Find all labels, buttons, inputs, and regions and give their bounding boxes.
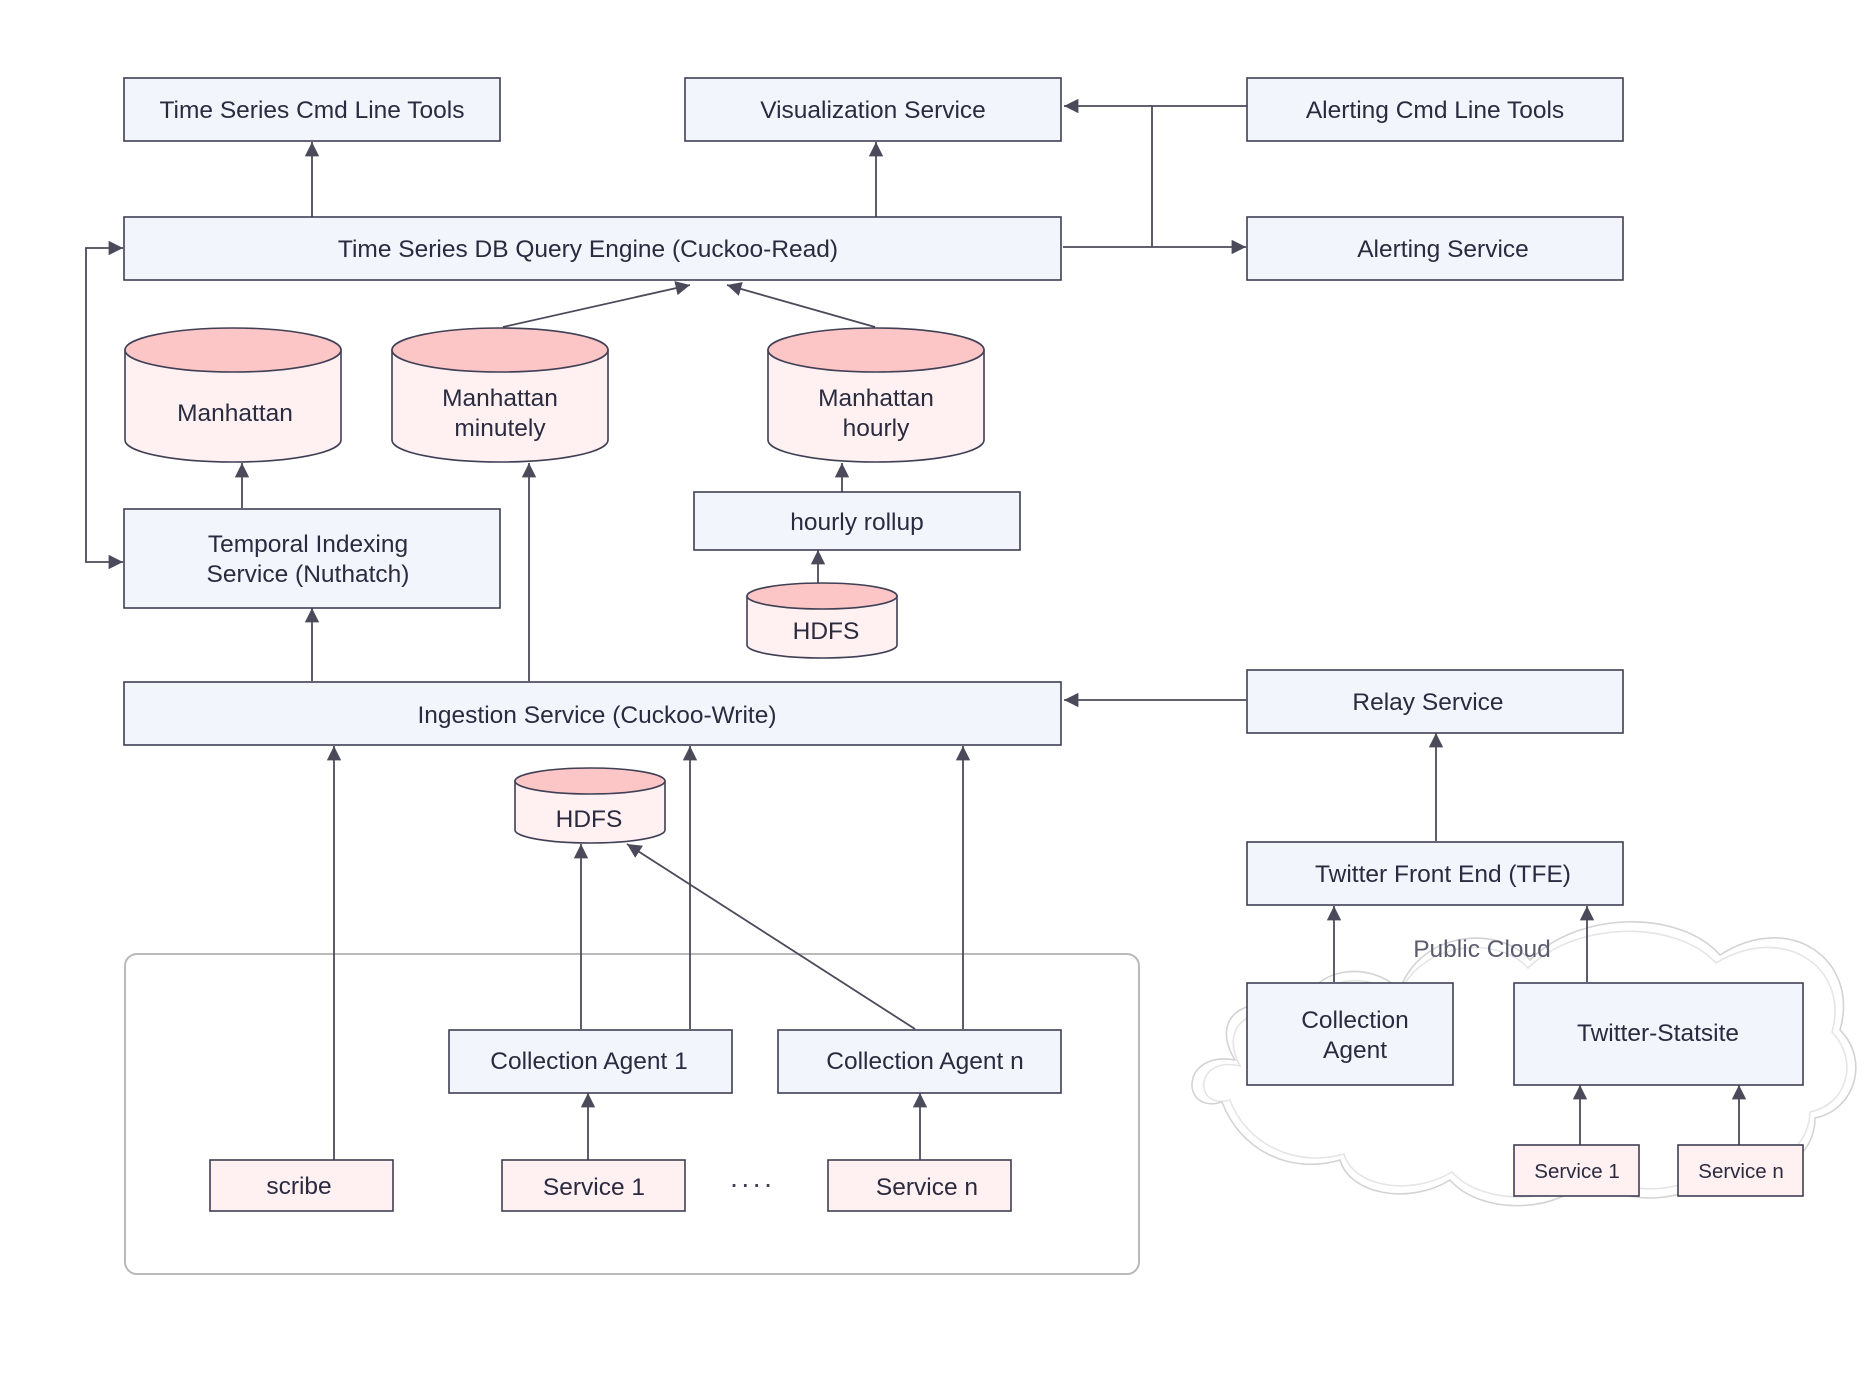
svg-text:Manhattan: Manhattan xyxy=(177,400,293,427)
node-hdfs-top: HDFS xyxy=(746,582,898,659)
node-collection-agent-cloud: Collection Agent xyxy=(1246,982,1454,1086)
edge-agentn-to-hdfs xyxy=(626,843,916,1030)
svg-text:HDFS: HDFS xyxy=(793,618,860,645)
svg-text:Time Series Cmd Line Tools: Time Series Cmd Line Tools xyxy=(159,97,464,124)
client-group-container xyxy=(124,953,1140,1275)
node-alerting-cmd-tools: Alerting Cmd Line Tools xyxy=(1246,77,1624,142)
svg-text:Manhattan: Manhattan xyxy=(442,385,558,412)
public-cloud-label: Public Cloud xyxy=(1413,936,1551,963)
services-ellipsis: ···· xyxy=(729,1168,774,1199)
svg-text:Twitter-Statsite: Twitter-Statsite xyxy=(1577,1020,1739,1047)
node-temporal-indexing: Temporal Indexing Service (Nuthatch) xyxy=(123,508,501,609)
node-collection-agent-n: Collection Agent n xyxy=(777,1029,1062,1094)
edge-hourly-to-query xyxy=(726,282,876,328)
svg-text:Time Series DB Query Engine (C: Time Series DB Query Engine (Cuckoo-Read… xyxy=(338,236,838,263)
node-ingestion-service: Ingestion Service (Cuckoo-Write) xyxy=(123,681,1062,746)
node-service-1: Service 1 xyxy=(501,1159,686,1212)
svg-text:Service (Nuthatch): Service (Nuthatch) xyxy=(207,561,410,588)
svg-text:Service 1: Service 1 xyxy=(1534,1160,1619,1183)
svg-text:minutely: minutely xyxy=(454,415,546,442)
node-hourly-rollup: hourly rollup xyxy=(693,491,1021,551)
edges xyxy=(85,98,1747,1160)
svg-text:Alerting Service: Alerting Service xyxy=(1357,236,1529,263)
svg-text:Temporal Indexing: Temporal Indexing xyxy=(208,531,408,558)
svg-text:Service 1: Service 1 xyxy=(543,1174,645,1201)
node-ts-cmd-tools: Time Series Cmd Line Tools xyxy=(123,77,501,142)
node-visualization-service: Visualization Service xyxy=(684,77,1062,142)
node-manhattan-hourly: Manhattan hourly xyxy=(767,327,985,463)
svg-text:Relay Service: Relay Service xyxy=(1352,689,1503,716)
svg-text:Service n: Service n xyxy=(876,1174,978,1201)
node-cloud-service-1: Service 1 xyxy=(1513,1144,1640,1197)
node-manhattan: Manhattan xyxy=(124,327,342,463)
svg-text:Twitter Front End (TFE): Twitter Front End (TFE) xyxy=(1315,861,1571,888)
svg-text:HDFS: HDFS xyxy=(556,806,623,833)
svg-text:Agent: Agent xyxy=(1323,1037,1387,1064)
edge-query-temporal-bidirectional xyxy=(85,240,123,570)
svg-text:Collection Agent n: Collection Agent n xyxy=(826,1048,1024,1075)
svg-text:Manhattan: Manhattan xyxy=(818,385,934,412)
svg-text:hourly rollup: hourly rollup xyxy=(790,509,923,536)
svg-text:Visualization Service: Visualization Service xyxy=(760,97,986,124)
node-collection-agent-1: Collection Agent 1 xyxy=(448,1029,733,1094)
edge-minutely-to-query xyxy=(502,281,691,328)
edge-alerting-tools-to-visualization xyxy=(1151,105,1247,247)
node-scribe: scribe xyxy=(209,1159,394,1212)
svg-text:Collection: Collection xyxy=(1301,1007,1409,1034)
node-alerting-service: Alerting Service xyxy=(1246,216,1624,281)
svg-text:Service n: Service n xyxy=(1698,1160,1783,1183)
node-hdfs-mid: HDFS xyxy=(514,767,666,844)
node-cloud-service-n: Service n xyxy=(1677,1144,1804,1197)
svg-text:hourly: hourly xyxy=(843,415,910,442)
node-query-engine: Time Series DB Query Engine (Cuckoo-Read… xyxy=(123,216,1062,281)
svg-text:scribe: scribe xyxy=(266,1173,331,1200)
node-manhattan-minutely: Manhattan minutely xyxy=(391,327,609,463)
node-twitter-front-end: Twitter Front End (TFE) xyxy=(1246,841,1624,906)
svg-text:Ingestion Service (Cuckoo-Writ: Ingestion Service (Cuckoo-Write) xyxy=(417,702,776,729)
svg-text:Collection Agent 1: Collection Agent 1 xyxy=(490,1048,688,1075)
svg-text:Alerting Cmd Line Tools: Alerting Cmd Line Tools xyxy=(1306,97,1564,124)
node-service-n: Service n xyxy=(827,1159,1012,1212)
node-twitter-statsite: Twitter-Statsite xyxy=(1513,982,1804,1086)
node-relay-service: Relay Service xyxy=(1246,669,1624,734)
